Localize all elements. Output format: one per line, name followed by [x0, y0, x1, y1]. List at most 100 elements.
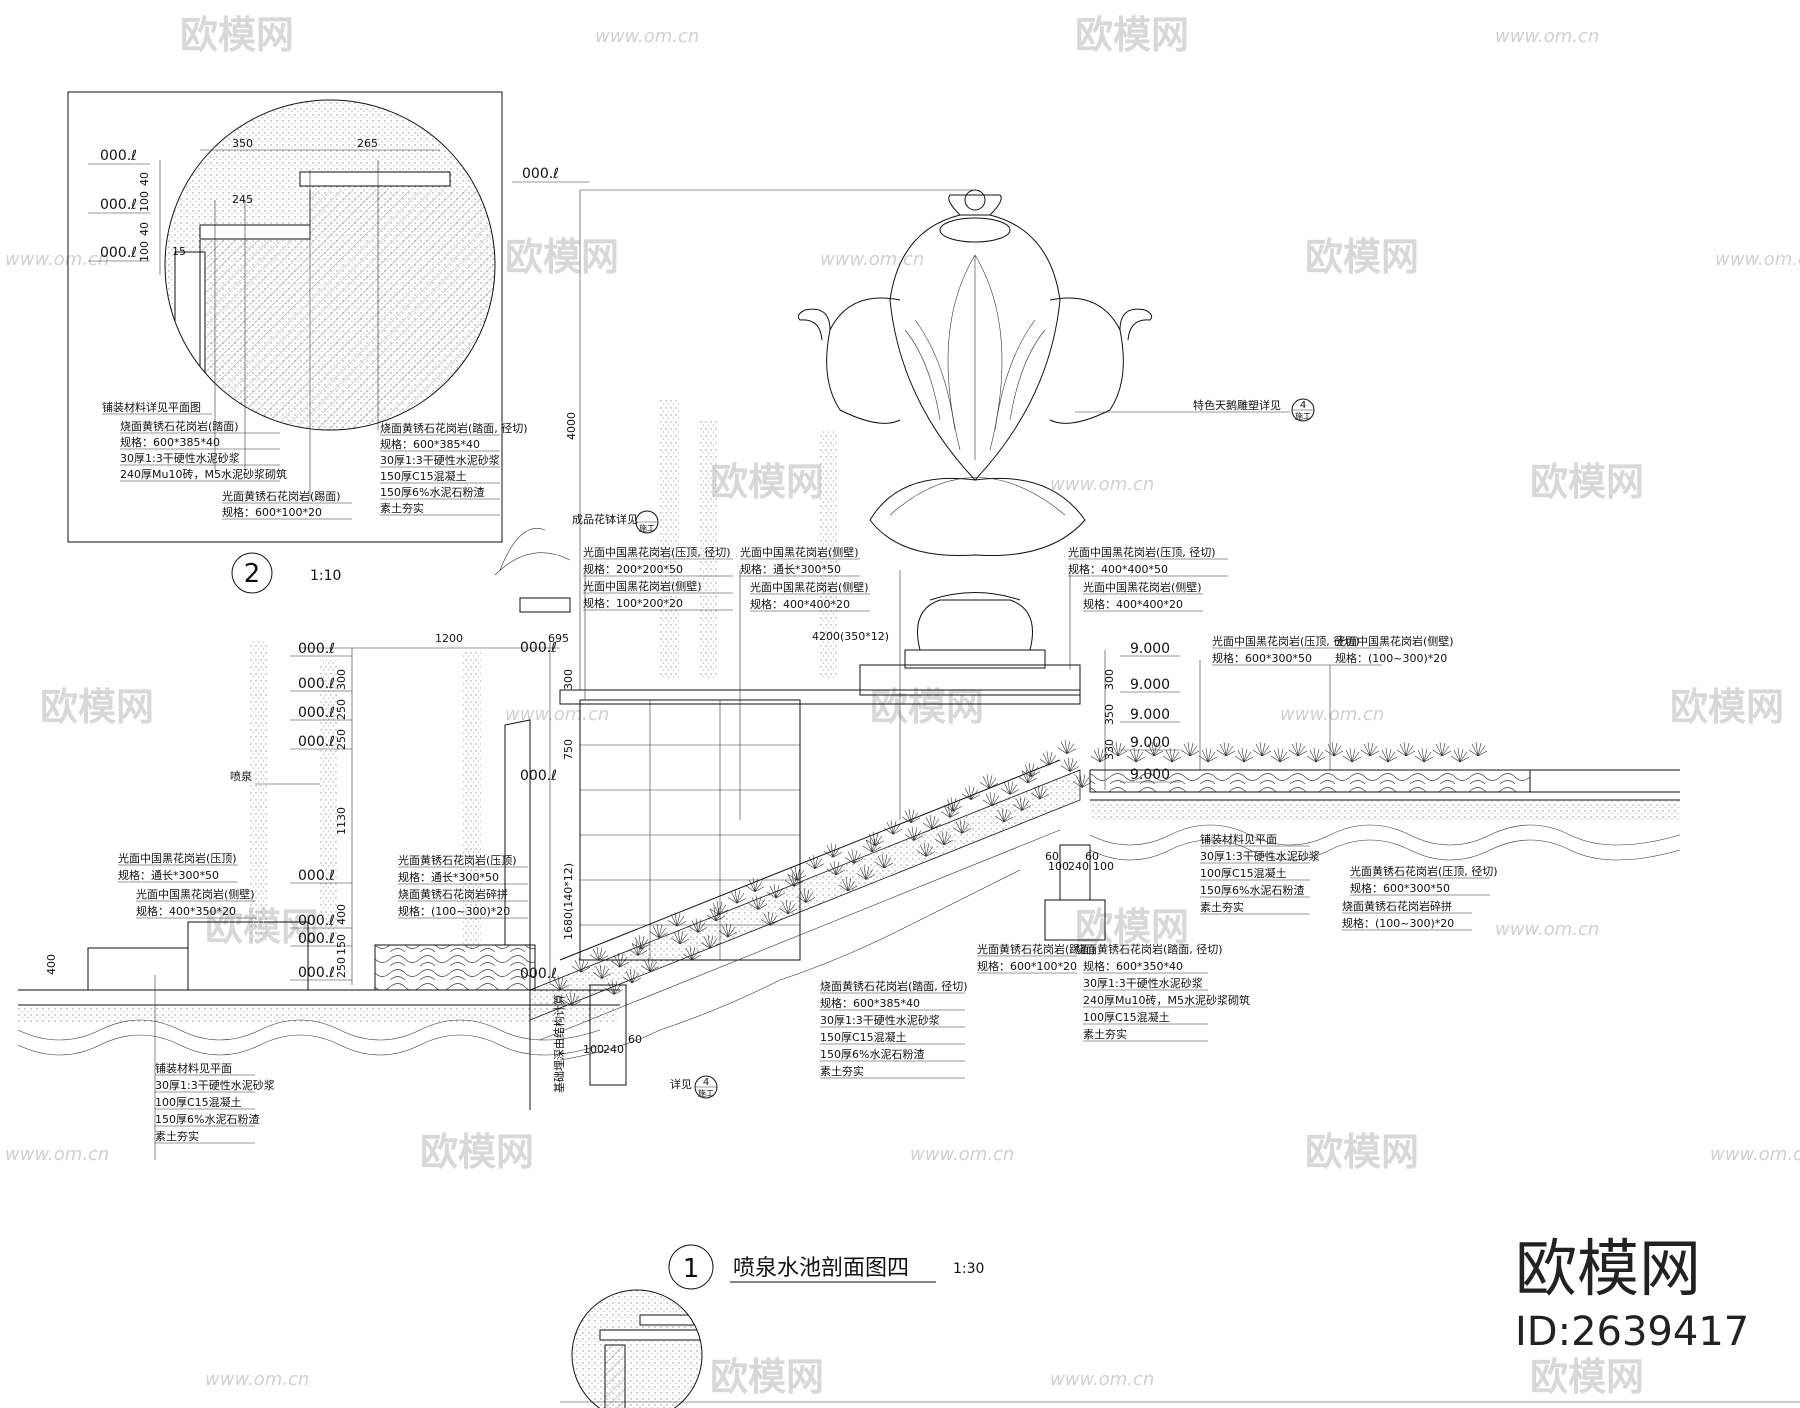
- plant-tuft: [670, 929, 690, 945]
- note-text: 铺装材料见平面: [1200, 832, 1277, 846]
- note-text: 喷泉: [230, 769, 252, 783]
- plant-tuft: [865, 831, 885, 847]
- reference-sheet: 施工: [1295, 411, 1311, 421]
- note-text: 规格：100*200*20: [583, 596, 683, 610]
- note-text: 规格：600*100*20: [977, 959, 1077, 973]
- watermark-brand: 欧模网: [1305, 235, 1419, 279]
- section-1-title: 喷泉水池剖面图四: [733, 1256, 909, 1281]
- plant-tuft: [727, 889, 747, 904]
- dim-text: 300: [335, 669, 348, 690]
- dim-text: 60: [1085, 850, 1099, 863]
- dim-text: 40: [138, 222, 151, 236]
- dim-text: 400: [45, 954, 58, 975]
- plant-tuft: [718, 922, 738, 938]
- plant-tuft: [700, 934, 720, 949]
- note-text: 30厚1:3干硬性水泥砂浆: [380, 453, 500, 467]
- dim-text: 240: [1068, 860, 1089, 873]
- note-text: 规格：通长*300*50: [740, 562, 841, 576]
- plant-tuft: [796, 888, 816, 903]
- dim-text: 4200(350*12): [812, 630, 889, 643]
- plant-tuft: [1288, 741, 1308, 757]
- dim-text: 1130: [335, 807, 348, 835]
- dim-text: 100: [138, 191, 151, 212]
- dim-text: 100: [1093, 860, 1114, 873]
- plant-tuft: [1252, 741, 1272, 757]
- plant-tuft: [934, 830, 954, 846]
- note-text: 光面黄锈石花岗岩(踢面): [977, 942, 1096, 956]
- note-text: 240厚Mu10砖，M5水泥砂浆砌筑: [120, 467, 287, 481]
- plant-tuft: [640, 957, 660, 972]
- plant-tuft: [1378, 747, 1398, 763]
- note-text: 规格：通长*300*50: [398, 870, 499, 884]
- plant-tuft: [823, 843, 843, 858]
- plant-tuft: [784, 872, 804, 887]
- note-text: 规格：600*385*40: [120, 435, 220, 449]
- watermark-url: www.om.cn: [5, 249, 109, 270]
- plant-tuft: [1180, 741, 1200, 757]
- dim-text: 4000: [565, 412, 578, 440]
- note-text: 基础埋深由结构计算: [552, 994, 566, 1093]
- level-mark: 000.ℓ: [298, 868, 335, 884]
- plant-tuft: [805, 854, 825, 870]
- note-text: 光面中国黑花岗岩(压顶, 径切): [1068, 545, 1216, 559]
- section-1-title-block: 1 喷泉水池剖面图四 1:30: [668, 1244, 984, 1290]
- brand-name: 欧模网: [1515, 1232, 1701, 1305]
- level-mark: 000.ℓ: [100, 148, 137, 164]
- note-text: 240厚Mu10砖，M5水泥砂浆砌筑: [1083, 993, 1250, 1007]
- swan-sculpture: [797, 189, 1153, 669]
- note-text: 规格：600*300*50: [1212, 651, 1312, 665]
- watermark-url: www.om.cn: [1050, 1369, 1154, 1390]
- note-text: 30厚1:3干硬性水泥砂浆: [1083, 976, 1203, 990]
- note-text: 特色天鹅雕塑详见: [1193, 398, 1281, 412]
- plant-tuft: [682, 945, 702, 961]
- plant-tuft: [709, 900, 729, 916]
- level-mark: 9.000: [1130, 641, 1170, 657]
- plant-tuft: [1432, 741, 1452, 757]
- plant-tuft: [856, 865, 876, 880]
- section-1-number: 1: [683, 1254, 700, 1284]
- level-mark: 000.ℓ: [520, 640, 557, 656]
- plant-tuft: [1360, 741, 1380, 757]
- level-mark: 000.ℓ: [298, 705, 335, 721]
- plant-tuft: [628, 941, 648, 956]
- plant-tuft: [1414, 747, 1434, 763]
- plant-tuft: [1234, 747, 1254, 763]
- level-mark: 000.ℓ: [100, 245, 137, 261]
- note-text: 150厚6%水泥石粉渣: [380, 485, 484, 499]
- dim-text: 100: [583, 1043, 604, 1056]
- note-text: 烧面黄锈石花岗岩(踏面, 径切): [380, 421, 528, 435]
- watermark-url: www.om.cn: [1495, 919, 1599, 940]
- watermark-url: www.om.cn: [910, 1144, 1014, 1165]
- plant-tuft: [916, 842, 936, 857]
- plant-tuft: [562, 991, 582, 1007]
- note-text: 规格：(100~300)*20: [1335, 651, 1447, 665]
- dim-text: 695: [548, 632, 569, 645]
- plant-tuft: [760, 911, 780, 926]
- dim-text: 330: [1103, 739, 1116, 760]
- note-text: 成品花钵详见: [572, 512, 638, 526]
- level-mark: 000.ℓ: [520, 768, 557, 784]
- plant-tuft: [1021, 762, 1041, 778]
- note-text: 光面中国黑花岗岩(侧壁): [740, 545, 859, 559]
- watermark-brand: 欧模网: [40, 685, 154, 729]
- plant-tuft: [943, 797, 963, 812]
- dim-text: 300: [1103, 669, 1116, 690]
- note-text: 素土夯实: [155, 1129, 199, 1143]
- plant-tuft: [1450, 747, 1470, 763]
- dim-text: 250: [335, 957, 348, 978]
- note-text: 150厚6%水泥石粉渣: [820, 1047, 924, 1061]
- section-1-scale: 1:30: [953, 1261, 984, 1277]
- level-mark: 000.ℓ: [298, 641, 335, 657]
- watermark-brand: 欧模网: [1530, 1355, 1644, 1399]
- watermark-brand: 欧模网: [1530, 460, 1644, 504]
- dim-text: 350: [1103, 704, 1116, 725]
- dim-text: 15: [172, 245, 186, 258]
- note-text: 规格：(100~300)*20: [398, 904, 510, 918]
- plant-tuft: [688, 918, 708, 933]
- plant-tuft: [1108, 741, 1128, 757]
- watermark-brand: 欧模网: [710, 460, 824, 504]
- note-text: 光面黄锈石花岗岩(压顶, 径切): [1350, 864, 1498, 878]
- plant-tuft: [1072, 773, 1092, 788]
- dim-text: 1200: [435, 632, 463, 645]
